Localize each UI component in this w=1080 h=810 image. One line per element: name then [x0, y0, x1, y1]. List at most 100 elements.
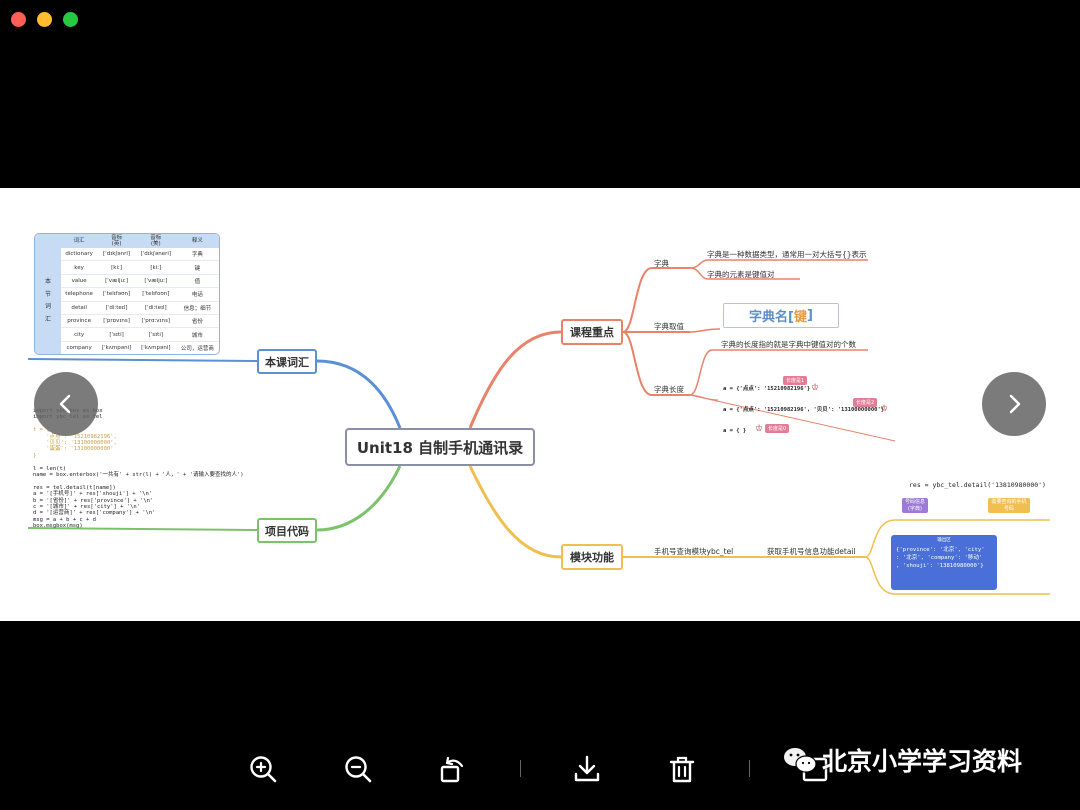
download-icon [574, 755, 600, 782]
mindmap-image: Unit18 自制手机通讯录 本课词汇 项目代码 课程重点 模块功能 字典 字典… [0, 188, 1080, 621]
output-text: {'province': '北京', 'city' : '北京', 'compa… [896, 547, 985, 570]
table-cell: 字典 [175, 248, 219, 262]
branch-focus: 课程重点 [561, 319, 623, 345]
table-cell: [ˈkʌmpəni] [97, 341, 136, 354]
code-line: '贝贝': '13100000000', [33, 440, 117, 446]
branch-module: 模块功能 [561, 544, 623, 570]
tag-query-number: 需要查询的手机号码 [988, 498, 1030, 513]
download-button[interactable] [572, 754, 602, 784]
table-cell: detail [61, 301, 98, 315]
dict-syntax-prefix: 字典名[ [749, 310, 794, 325]
code-line: '蛋蛋': '13100000000' [33, 446, 114, 453]
trash-icon [669, 756, 695, 783]
maximize-window-button[interactable] [63, 12, 78, 27]
zoom-out-button[interactable] [343, 754, 373, 784]
table-cell: key [61, 260, 98, 275]
output-panel: 输出区 {'province': '北京', 'city' : '北京', 'c… [891, 535, 997, 590]
toolbar-separator [749, 760, 750, 777]
table-row: telephone[ˈtelɪfəʊn][ˈtelɪfoʊn]电话 [35, 287, 219, 302]
image-viewer-toolbar [0, 740, 1080, 800]
table-cell: [ˈdiːteɪl] [135, 301, 176, 315]
table-row: province[ˈprɒvɪns][ˈprɑːvɪns]省份 [35, 314, 219, 329]
table-cell: 电话 [175, 287, 219, 302]
table-cell: dictionary [61, 248, 98, 262]
dict-syntax-key: 键 [793, 310, 807, 325]
table-header: 音标 (英) [97, 234, 136, 248]
table-cell: [ˈtelɪfəʊn] [97, 287, 136, 302]
table-cell: [ˈtelɪfoʊn] [135, 287, 176, 302]
rotate-button[interactable] [438, 754, 468, 784]
table-cell: [ˈdiːteɪl] [97, 301, 136, 315]
table-cell: [kiː] [135, 260, 176, 275]
table-cell: value [61, 274, 98, 289]
code-line: a = '[手机号]' + res['shouji'] + '\n' [33, 491, 153, 498]
code-line: name = box.enterbox('一共有' + str(l) + '人，… [33, 472, 244, 478]
pointer-icon: ♔ [811, 383, 820, 393]
pointer-icon: ♔ [755, 424, 764, 434]
code-line: c = '[城市]' + res['city'] + '\n' [33, 504, 141, 510]
code-line: d = '[运营商]' + res['company'] + '\n' [33, 510, 156, 517]
window-controls [11, 12, 78, 27]
table-cell: 省份 [175, 314, 219, 329]
toolbar-separator [520, 760, 521, 777]
table-side-label: 本 节 词 汇 [35, 248, 61, 354]
watermark: 北京小学学习资料 [782, 742, 1022, 778]
table-cell: [ˈsɪti] [97, 327, 136, 342]
label-dict-desc1: 字典是一种数据类型，通常用一对大括号{}表示 [707, 250, 867, 259]
dict-syntax-box: 字典名[键] [723, 303, 839, 328]
branch-vocab: 本课词汇 [257, 349, 317, 374]
code-line: box.msgbox(msg) [33, 523, 83, 530]
table-cell: [ˈdɪkʃənri] [97, 248, 136, 262]
mindmap-connectors [27, 259, 1050, 595]
table-cell: [ˈsɪti] [135, 327, 176, 342]
example-3: a = { } [723, 428, 747, 434]
previous-image-button[interactable] [34, 372, 98, 436]
tag-len1: 长度是1 [783, 376, 808, 385]
label-detail-function: 获取手机号信息功能detail [767, 547, 856, 556]
table-cell: 键 [175, 260, 219, 275]
table-row: value[ˈvæljuː][ˈvæljuː]值 [35, 274, 219, 289]
pointer-icon: ♔ [880, 404, 889, 414]
table-cell: [ˈprɒvɪns] [97, 314, 136, 329]
code-line: '点点': '15210982196', [33, 433, 117, 440]
label-dict-desc2: 字典的元素是键值对 [707, 270, 775, 279]
label-query-module: 手机号查询模块ybc_tel [654, 547, 734, 556]
close-window-button[interactable] [11, 12, 26, 27]
table-cell: 信息；细节 [175, 301, 219, 315]
detail-call: res = ybc_tel.detail('13810980000') [909, 481, 1046, 489]
code-line: msg = a + b + c + d [33, 516, 96, 523]
delete-button[interactable] [667, 754, 697, 784]
table-cell: company [61, 341, 98, 354]
table-cell: [ˈvæljuː] [135, 274, 176, 289]
table-corner [35, 234, 61, 248]
table-header: 释义 [175, 234, 219, 248]
central-topic: Unit18 自制手机通讯录 [345, 428, 535, 466]
wechat-logo-icon [784, 748, 817, 773]
table-cell: [kiː] [97, 260, 136, 275]
code-line: b = '[省份]' + res['province'] + '\n' [33, 497, 154, 504]
branch-code: 项目代码 [257, 518, 317, 543]
chevron-left-icon [59, 394, 71, 414]
tag-number-info: 号码信息 (字典) [902, 498, 929, 513]
table-cell: province [61, 314, 98, 329]
minimize-window-button[interactable] [37, 12, 52, 27]
table-header: 词汇 [61, 234, 98, 248]
zoom-in-button[interactable] [248, 754, 278, 784]
table-cell: [ˈprɑːvɪns] [135, 314, 176, 329]
code-line: } [33, 452, 37, 459]
label-dict-len: 字典长度 [654, 385, 684, 394]
table-cell: [ˈdɪkʃəneri] [135, 248, 176, 262]
output-title: 输出区 [937, 538, 951, 543]
tag-len2: 长度是2 [853, 398, 878, 407]
zoom-in-icon [250, 756, 277, 783]
label-dict-len-desc: 字典的长度指的就是字典中键值对的个数 [721, 340, 856, 349]
label-dict-get: 字典取值 [654, 322, 684, 331]
table-header: 音标 (美) [135, 234, 176, 248]
example-2: a = {'点点': '15210982196', '贝贝': '1310000… [723, 407, 885, 413]
example-1: a = {'点点': '15210982196'} [723, 386, 811, 392]
next-image-button[interactable] [982, 372, 1046, 436]
table-row: city[ˈsɪti][ˈsɪti]城市 [35, 327, 219, 342]
